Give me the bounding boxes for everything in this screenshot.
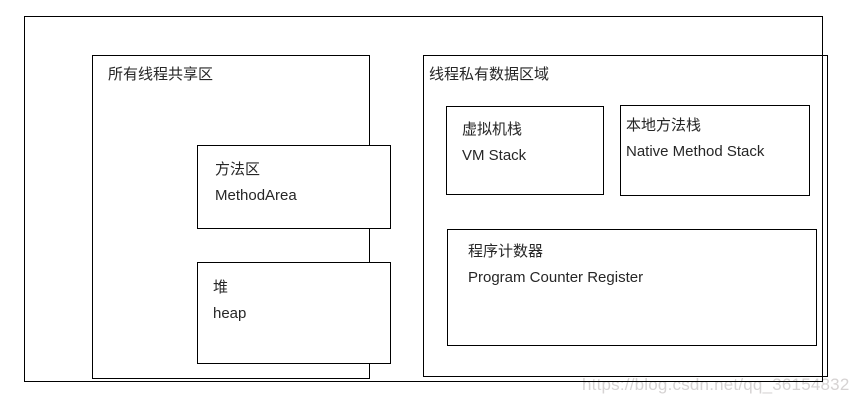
vm-stack-label-en: VM Stack [462,147,527,164]
vm-stack-label-cn: 虚拟机栈 [462,121,523,138]
method-area-label-cn: 方法区 [215,161,261,178]
heap-label-en: heap [213,305,247,322]
program-counter-label-cn: 程序计数器 [468,243,544,260]
method-area-box: 方法区 MethodArea [197,145,391,229]
private-area-title: 线程私有数据区域 [429,66,550,83]
shared-area-group: 所有线程共享区 方法区 MethodArea 堆 heap [92,55,391,379]
heap-label-cn: 堆 [213,279,229,296]
heap-box: 堆 heap [197,262,391,364]
program-counter-label-en: Program Counter Register [468,269,644,286]
private-area-group: 线程私有数据区域 [423,55,828,377]
method-area-label-en: MethodArea [215,187,297,204]
runtime-data-area-frame: 所有线程共享区 方法区 MethodArea 堆 heap 线程私有数据区域 虚… [24,16,828,382]
csdn-watermark: https://blog.csdn.net/qq_36154832 [582,375,849,394]
shared-area-title: 所有线程共享区 [108,66,214,83]
native-method-stack-label-en: Native Method Stack [626,143,765,160]
native-method-stack-label-cn: 本地方法栈 [626,117,702,134]
program-counter-box: 程序计数器 Program Counter Register [447,229,817,346]
native-method-stack-box: 本地方法栈 Native Method Stack [620,105,810,196]
vm-stack-box: 虚拟机栈 VM Stack [446,106,604,195]
